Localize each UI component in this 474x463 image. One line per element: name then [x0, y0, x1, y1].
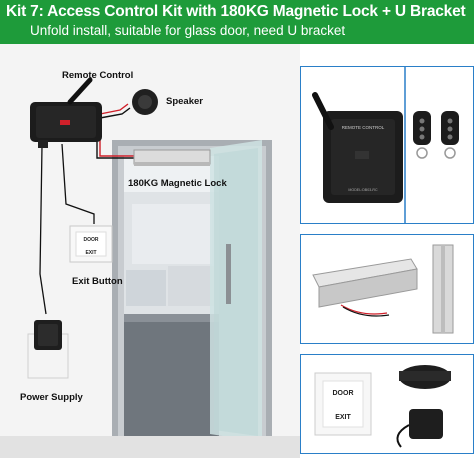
banner-title: Kit 7: Access Control Kit with 180KG Mag…: [6, 3, 466, 20]
exit-button: DOOR EXIT: [69, 225, 113, 263]
controller-remotes-panel: REMOTE CONTROL MODEL:DB03-RC: [300, 66, 474, 224]
remote-fob-2: [441, 111, 459, 159]
installation-illustration: DOOR EXIT: [0, 44, 300, 458]
magnetic-lock-image: [312, 244, 454, 334]
exit-plate: DOOR EXIT: [314, 372, 372, 436]
door-handle: [226, 244, 231, 304]
title-banner: Kit 7: Access Control Kit with 180KG Mag…: [0, 0, 474, 44]
controller-remotes-image: REMOTE CONTROL MODEL:DB03-RC: [312, 67, 459, 223]
installation-scene: DOOR EXIT Remote Control Speaker 180KG M…: [0, 44, 300, 458]
magnetic-lock-label: 180KG Magnetic Lock: [128, 178, 227, 189]
u-bracket: [432, 244, 454, 334]
speaker: [132, 89, 158, 115]
magnetic-lock: [133, 149, 211, 166]
exit-plate-exit-text: EXIT: [335, 414, 351, 421]
speaker-product: [399, 365, 451, 389]
exit-button-speaker-panel: DOOR EXIT: [300, 354, 474, 454]
exit-button-label: Exit Button: [72, 276, 123, 287]
magnetic-lock-panel: [300, 234, 474, 344]
speaker-label: Speaker: [166, 96, 203, 107]
exit-button-exit-text: EXIT: [85, 250, 96, 256]
controller-text: REMOTE CONTROL: [342, 125, 385, 130]
antenna: [312, 92, 334, 130]
controller-model-text: MODEL:DB03-RC: [348, 188, 378, 192]
power-adapter-product: [396, 409, 443, 448]
controller-box: [30, 77, 102, 148]
banner-subtitle: Unfold install, suitable for glass door,…: [30, 23, 346, 38]
remote-control-label: Remote Control: [62, 70, 134, 81]
power-supply-label: Power Supply: [20, 392, 83, 403]
exit-plate-door-text: DOOR: [333, 390, 354, 397]
power-supply: [27, 320, 69, 379]
exit-speaker-image: DOOR EXIT: [314, 365, 451, 448]
remote-fob-1: [413, 111, 431, 159]
exit-button-door-text: DOOR: [84, 237, 99, 243]
